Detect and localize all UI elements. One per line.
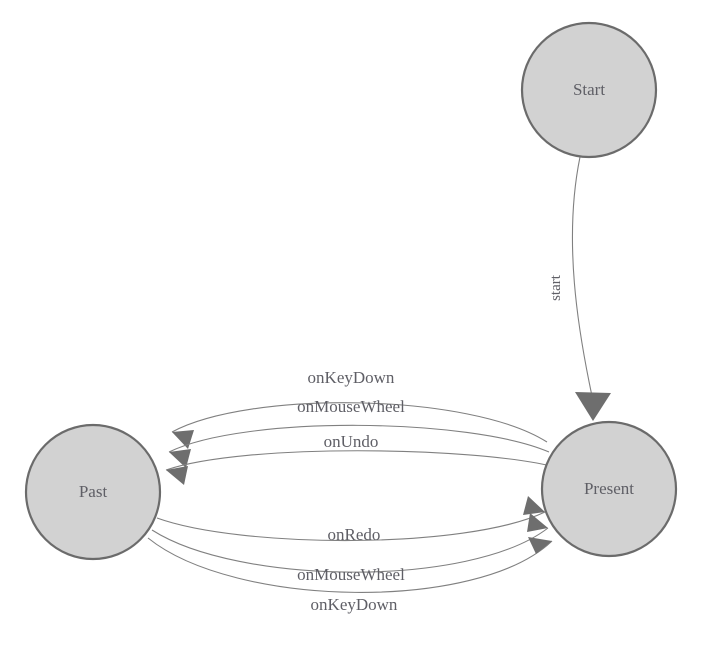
edge-path-onredo — [156, 511, 546, 542]
edge-path-onundo — [165, 450, 552, 471]
arrowhead-present-start — [575, 392, 611, 421]
edge-label-onmousewheel-up: onMouseWheel — [297, 397, 405, 416]
edge-present-to-past-onmousewheel[interactable]: onMouseWheel — [168, 397, 550, 468]
arrowhead-past-onmousewheel — [169, 449, 191, 468]
edge-path-onmousewheel-down — [151, 527, 549, 573]
node-present-label: Present — [584, 479, 634, 498]
edge-path-onkeydown-up — [171, 402, 548, 443]
edge-path-onmousewheel-up — [168, 424, 550, 453]
edge-start-to-present[interactable]: start — [548, 156, 611, 421]
edge-label-onmousewheel-down: onMouseWheel — [297, 565, 405, 584]
edge-label-onundo: onUndo — [324, 432, 379, 451]
node-past[interactable]: Past — [24, 423, 162, 561]
arrowhead-present-onredo — [523, 496, 545, 515]
edge-path-start — [571, 156, 593, 397]
edge-past-to-present-onmousewheel[interactable]: onMouseWheel — [151, 513, 549, 584]
edge-present-to-past-onundo[interactable]: onUndo — [165, 432, 552, 485]
arrowhead-present-onmousewheel — [527, 513, 548, 532]
arrowhead-present-onkeydown — [528, 537, 552, 554]
edge-label-onkeydown-up: onKeyDown — [308, 368, 395, 387]
node-present[interactable]: Present — [540, 420, 678, 558]
edge-past-to-present-onredo[interactable]: onRedo — [156, 496, 546, 544]
edge-label-onredo: onRedo — [328, 525, 381, 544]
edge-label-start: start — [548, 274, 564, 301]
node-start-circle — [520, 21, 658, 159]
node-past-circle — [24, 423, 162, 561]
node-start[interactable]: Start — [520, 21, 658, 159]
node-past-label: Past — [79, 482, 108, 501]
node-present-circle — [540, 420, 678, 558]
edge-path-onkeydown-down — [147, 537, 553, 593]
edge-label-onkeydown-down: onKeyDown — [311, 595, 398, 614]
arrowhead-past-onundo — [166, 466, 188, 485]
edge-past-to-present-onkeydown[interactable]: onKeyDown — [147, 537, 553, 614]
node-start-label: Start — [573, 80, 605, 99]
